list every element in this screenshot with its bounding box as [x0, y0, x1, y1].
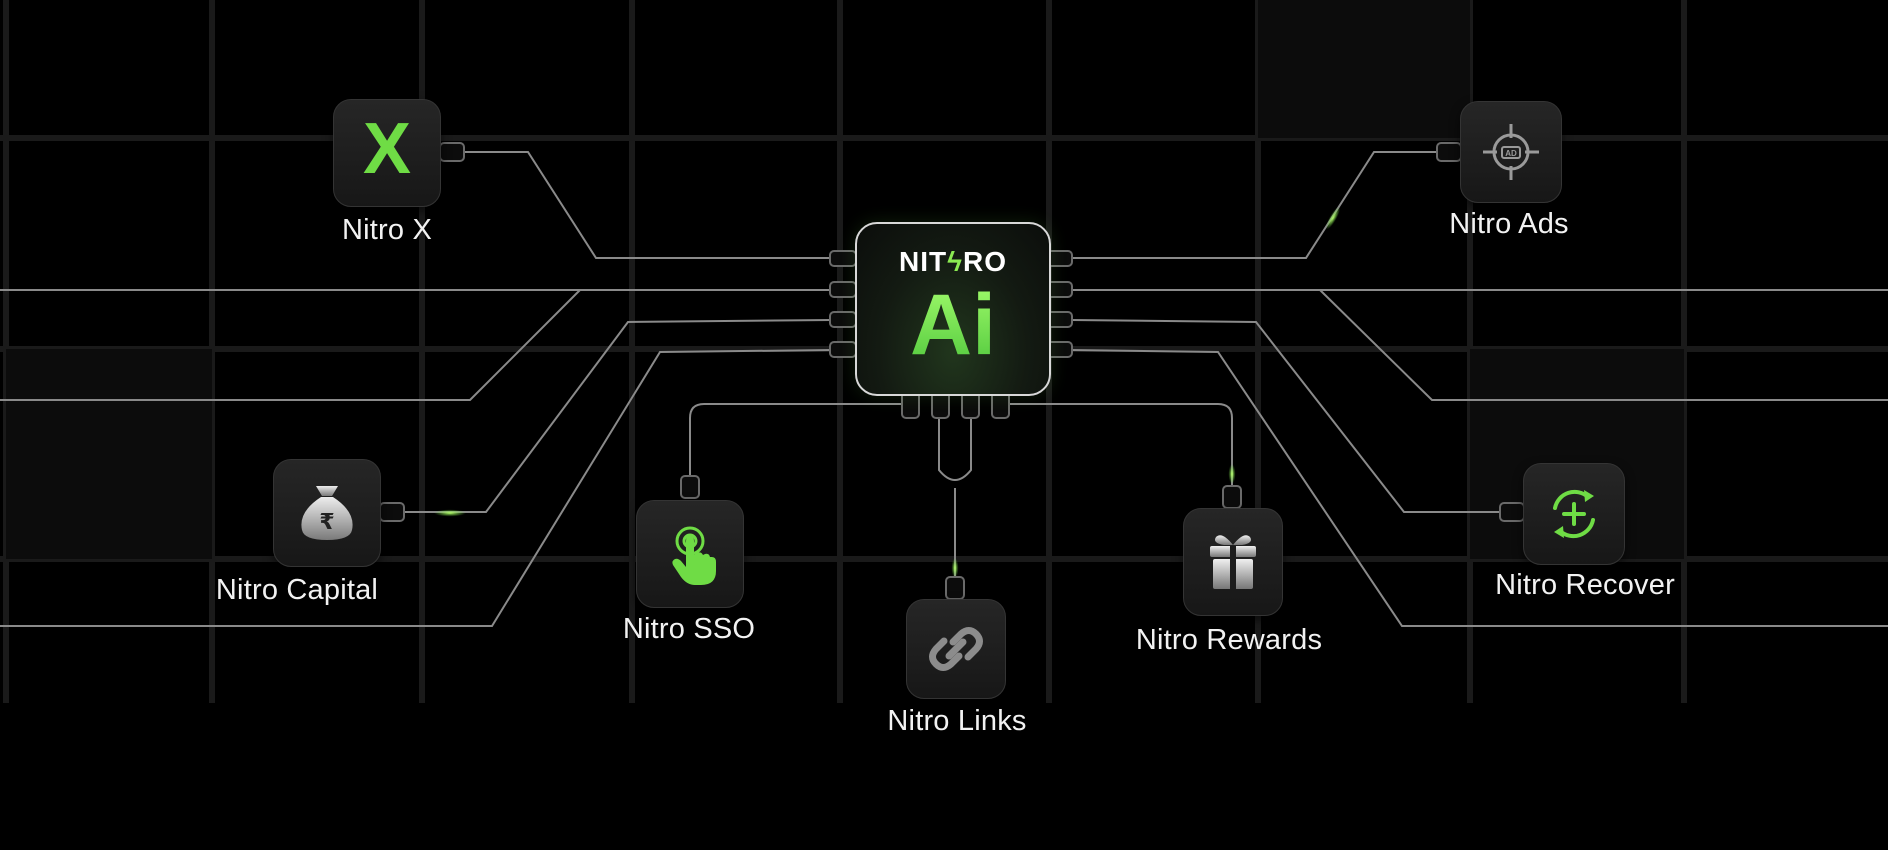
nitro-ai-hub-chip[interactable]: NITϟRO Ai — [855, 222, 1051, 396]
link-chain-icon — [929, 627, 983, 671]
nitro-recover-label: Nitro Recover — [1495, 569, 1675, 601]
nitro-capital-tile[interactable]: ₹ — [273, 459, 381, 567]
wire-left-long-2 — [0, 289, 581, 401]
grid-shaded-cells — [6, 0, 1684, 559]
wire-nitro-sso — [689, 403, 906, 478]
bolt-icon: ϟ — [947, 246, 963, 277]
wire-nitro-recover — [1070, 319, 1500, 513]
gift-icon — [1210, 535, 1256, 589]
nitro-x-tile[interactable]: X — [333, 99, 441, 207]
svg-text:₹: ₹ — [319, 510, 334, 535]
nitro-ads-label: Nitro Ads — [1449, 208, 1569, 240]
ad-target-icon: AD — [1483, 124, 1539, 180]
money-bag-icon: ₹ — [301, 486, 353, 540]
x-logo-icon: X — [362, 109, 412, 189]
nitro-ads-tile[interactable]: AD — [1460, 101, 1562, 203]
nitro-rewards-label: Nitro Rewards — [1135, 624, 1323, 656]
nitro-sso-label: Nitro SSO — [622, 613, 756, 645]
nitro-links-label: Nitro Links — [887, 705, 1027, 737]
nitro-capital-label: Nitro Capital — [215, 574, 379, 606]
wire-right-long-3 — [1070, 349, 1888, 627]
hub-title: Ai — [857, 276, 1049, 375]
chip-pins — [829, 250, 1073, 419]
nitro-x-label: Nitro X — [341, 214, 433, 246]
hub-brand-logo: NITϟRO — [899, 246, 1007, 277]
wire-nitro-ads — [1071, 151, 1440, 259]
nitro-rewards-tile[interactable] — [1183, 508, 1283, 616]
wire-nitro-x — [465, 151, 832, 259]
recover-plus-icon — [1553, 489, 1595, 539]
nitro-links-tile[interactable] — [906, 599, 1006, 699]
svg-text:AD: AD — [1505, 149, 1517, 158]
nitro-sso-tile[interactable] — [636, 500, 744, 608]
signal-glows — [434, 206, 1341, 578]
wire-left-long-3 — [0, 349, 833, 627]
wire-nitro-rewards — [1004, 403, 1233, 488]
tap-finger-icon — [672, 526, 716, 585]
nitro-recover-tile[interactable] — [1523, 463, 1625, 565]
wire-right-long-2 — [1319, 289, 1888, 401]
wire-links-loop — [938, 404, 972, 481]
connection-wires — [0, 151, 1888, 627]
